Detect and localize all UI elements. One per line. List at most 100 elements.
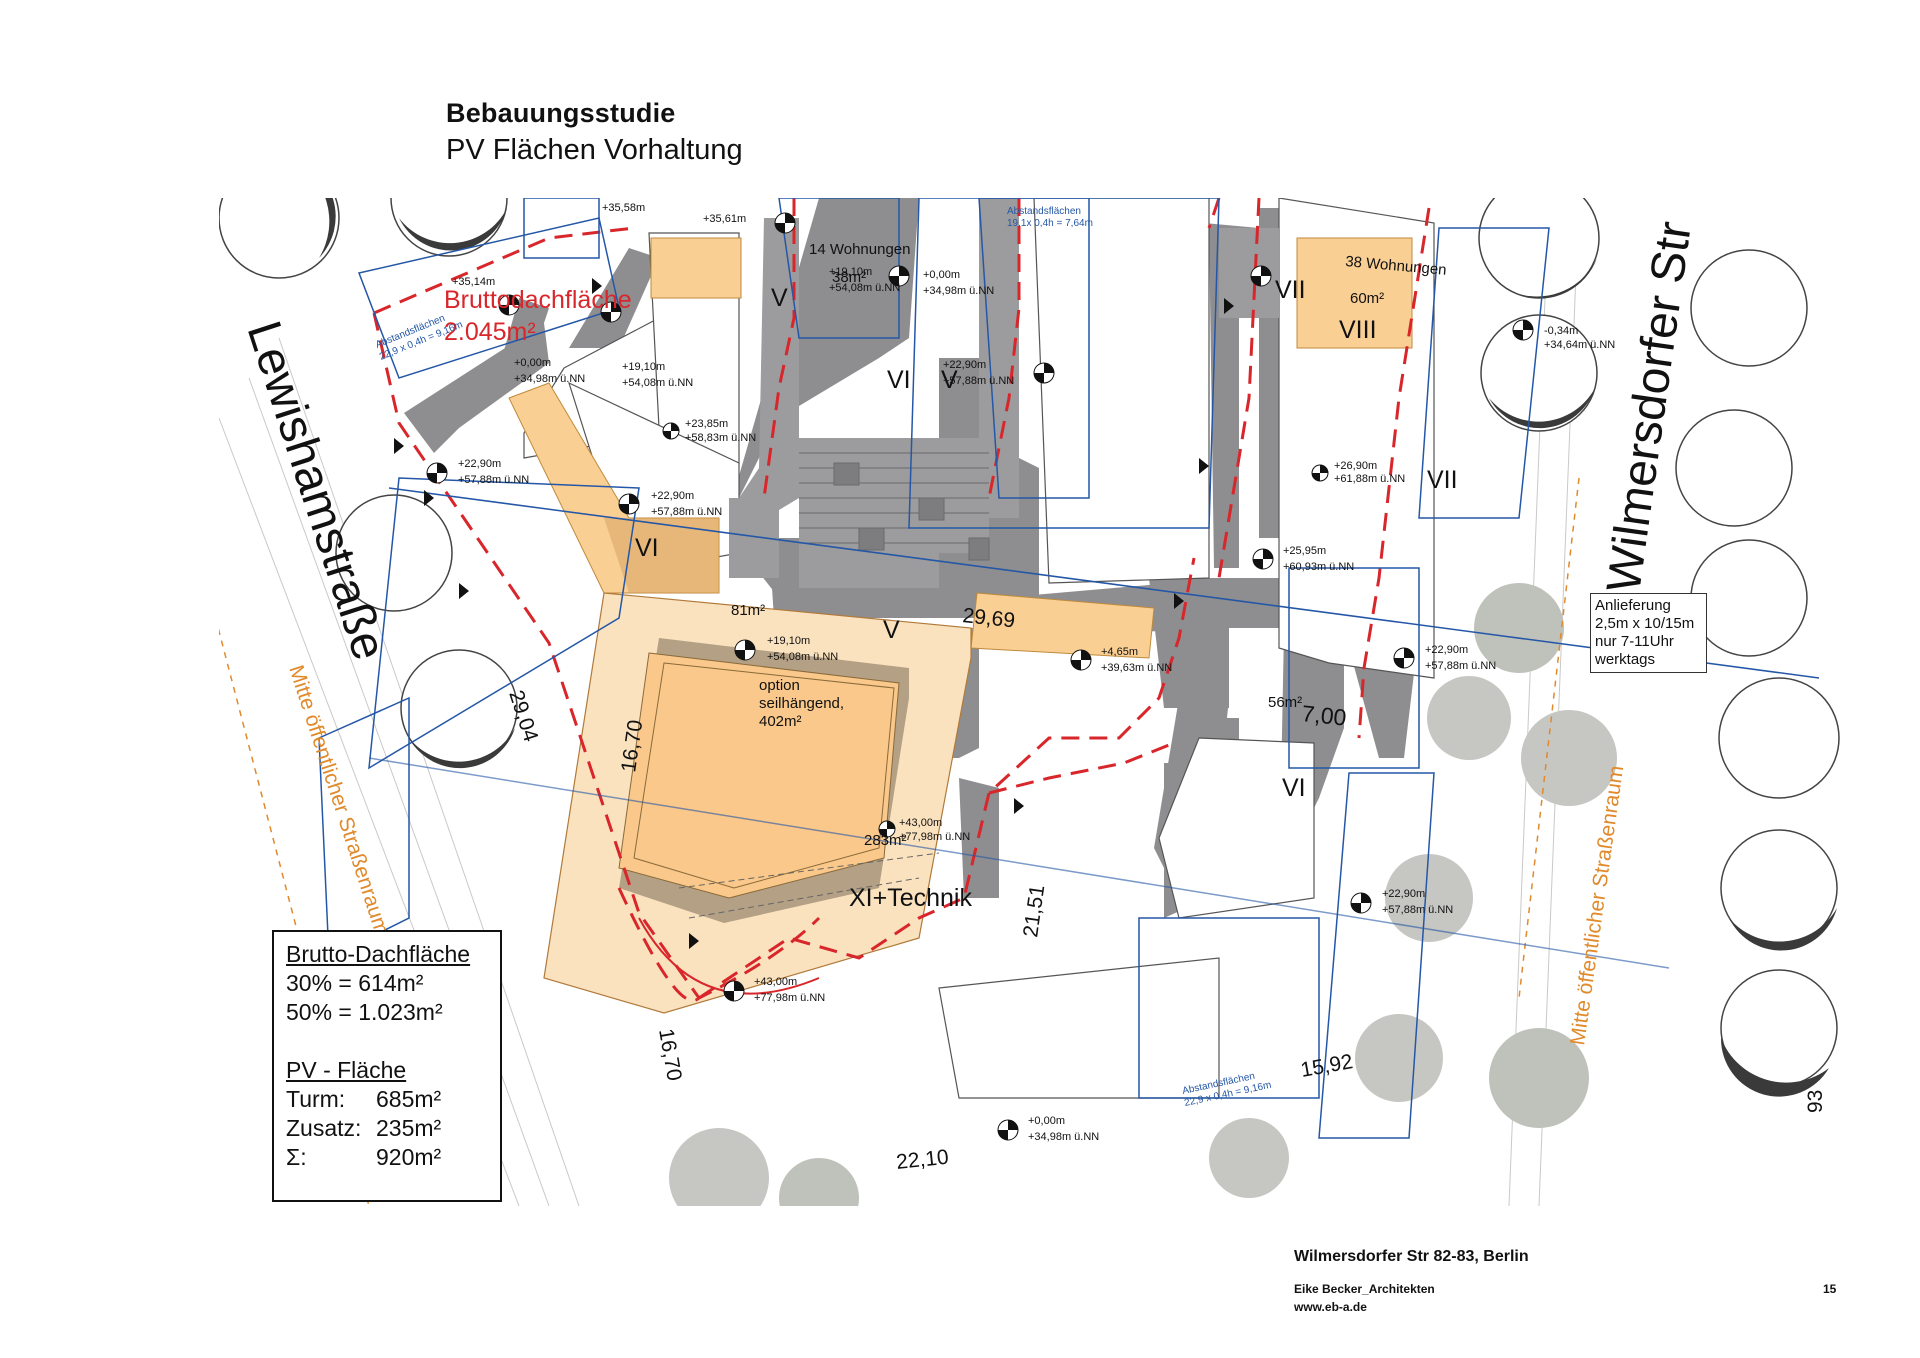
pv-shadow-81 bbox=[604, 518, 719, 593]
gross-roof-label: Bruttodachfläche bbox=[444, 286, 632, 314]
elev-6a: +0,00m bbox=[923, 269, 960, 281]
elev-2a: +35,14m bbox=[452, 276, 495, 288]
elev-19a: +43,00m bbox=[754, 976, 797, 988]
elev-5b: +54,08m ü.NN bbox=[829, 282, 900, 294]
setback-areas bbox=[318, 198, 1820, 1139]
legend-gross-title: Brutto-Dachfläche bbox=[286, 941, 471, 967]
bottom-arc bbox=[638, 917, 820, 995]
legend-row-tower: Turm: 685m² bbox=[286, 1085, 488, 1114]
elev-4b: +54,08m ü.NN bbox=[622, 377, 693, 389]
area-38: 38m² bbox=[832, 269, 866, 286]
area-60: 60m² bbox=[1350, 290, 1384, 307]
elevation-markers bbox=[426, 212, 1534, 1141]
option-line-1: option bbox=[759, 677, 800, 694]
tower bbox=[543, 592, 972, 1014]
elev-3a: +0,00m bbox=[514, 357, 551, 369]
legend-extra-label: Zusatz: bbox=[286, 1115, 362, 1141]
setback-text-2b: 19,1x 0,4h = 7,64m bbox=[1007, 218, 1093, 229]
trees bbox=[219, 198, 1840, 1206]
footer-address: Wilmersdorfer Str 82-83, Berlin bbox=[1294, 1248, 1529, 1265]
footer-web: www.eb-a.de bbox=[1294, 1300, 1367, 1314]
dim-700: 7,00 bbox=[1300, 700, 1347, 731]
bottom-curve bbox=[617, 887, 821, 1003]
elev-3b: +34,98m ü.NN bbox=[514, 373, 585, 385]
elev-16b: +57,88m ü.NN bbox=[1425, 660, 1496, 672]
legend-row-sum: Σ: 920m² bbox=[286, 1143, 488, 1172]
legend-row-extra: Zusatz: 235m² bbox=[286, 1114, 488, 1143]
elev-7b: +34,64m ü.NN bbox=[1544, 339, 1615, 351]
pv-areas bbox=[508, 237, 1413, 659]
footer-office: Eike Becker_Architekten bbox=[1294, 1282, 1435, 1296]
elev-10a: +22,90m bbox=[651, 490, 694, 502]
elev-5a: +19,10m bbox=[829, 266, 872, 278]
street-label-left: Lewishamstraße bbox=[237, 315, 396, 666]
elev-11b: +57,88m ü.NN bbox=[943, 375, 1014, 387]
legend-gross-30: 30% = 614m² bbox=[286, 970, 424, 996]
storey-vi-top-left: VI bbox=[887, 366, 911, 394]
site-plan: Lewishamstraße Wilmersdorfer Str Mitte ö… bbox=[219, 198, 1840, 1206]
elevation-labels: +35,58m +35,61m +35,14m +0,00m +34,98m ü… bbox=[452, 202, 1615, 1143]
setback-text-2: Abstandsflächen bbox=[1007, 206, 1081, 217]
elev-18b: +57,88m ü.NN bbox=[1382, 904, 1453, 916]
courtyard-pattern bbox=[799, 452, 990, 561]
area-56: 56m² bbox=[1268, 694, 1302, 711]
storey-vi-bottom-right: VI bbox=[1282, 774, 1306, 802]
dim-2210: 22,10 bbox=[895, 1146, 950, 1174]
area-283: 283m² bbox=[864, 832, 907, 849]
elev-12b: +61,88m ü.NN bbox=[1334, 473, 1405, 485]
storey-vii-right: VII bbox=[1275, 276, 1306, 304]
elev-14b: +54,08m ü.NN bbox=[767, 651, 838, 663]
storey-viii: VIII bbox=[1339, 316, 1377, 344]
page-subtitle: PV Flächen Vorhaltung bbox=[446, 134, 743, 166]
elev-0a: +35,58m bbox=[602, 202, 645, 214]
elev-9a: +23,85m bbox=[685, 418, 728, 430]
elev-11a: +22,90m bbox=[943, 359, 986, 371]
elev-9b: +58,83m ü.NN bbox=[685, 432, 756, 444]
area-81: 81m² bbox=[731, 602, 765, 619]
delivery-line-1: Anlieferung bbox=[1595, 597, 1671, 614]
dim-2969: 29,69 bbox=[961, 604, 1016, 632]
delivery-line-3: nur 7-11Uhr bbox=[1595, 633, 1674, 650]
storey-v-mid: V bbox=[883, 616, 900, 644]
legend-gross-50: 50% = 1.023m² bbox=[286, 999, 443, 1025]
elev-14a: +19,10m bbox=[767, 635, 810, 647]
dim-93: 93 bbox=[1804, 1090, 1827, 1113]
legend-extra-value: 235m² bbox=[376, 1115, 442, 1141]
elev-10b: +57,88m ü.NN bbox=[651, 506, 722, 518]
elev-8a: +22,90m bbox=[458, 458, 501, 470]
elev-20b: +34,98m ü.NN bbox=[1028, 1131, 1099, 1143]
elev-19b: +77,98m ü.NN bbox=[754, 992, 825, 1004]
storey-vi-left: VI bbox=[635, 534, 659, 562]
elev-17a: +43,00m bbox=[899, 817, 942, 829]
elev-7a: -0,34m bbox=[1544, 325, 1578, 337]
property-boundary bbox=[372, 198, 1431, 1000]
legend-pv-title: PV - Fläche bbox=[286, 1057, 407, 1083]
gross-roof-value: 2.045m² bbox=[444, 318, 536, 346]
public-space-label-right: Mitte öffentlicher Straßenraum bbox=[1566, 764, 1628, 1047]
storey-tower: XI+Technik bbox=[849, 884, 972, 912]
legend-sum-label: Σ: bbox=[286, 1144, 307, 1170]
delivery-line-2: 2,5m x 10/15m bbox=[1595, 615, 1695, 632]
public-space-label-left: Mitte öffentlicher Straßenraum bbox=[284, 662, 393, 937]
page-title: Bebauungsstudie bbox=[446, 98, 676, 128]
elev-15b: +39,63m ü.NN bbox=[1101, 662, 1172, 674]
option-line-3: 402m² bbox=[759, 713, 802, 730]
elev-6b: +34,98m ü.NN bbox=[923, 285, 994, 297]
elev-20a: +0,00m bbox=[1028, 1115, 1065, 1127]
storey-v-top: V bbox=[771, 284, 788, 312]
elev-17b: +77,98m ü.NN bbox=[899, 831, 970, 843]
option-line-2: seilhängend, bbox=[759, 695, 844, 712]
legend-sum-value: 920m² bbox=[376, 1144, 442, 1170]
legend-tower-value: 685m² bbox=[376, 1086, 442, 1112]
storey-vii-right-2: VII bbox=[1427, 466, 1458, 494]
view-arrows bbox=[394, 278, 1234, 949]
elev-18a: +22,90m bbox=[1382, 888, 1425, 900]
elev-15a: +4,65m bbox=[1101, 646, 1138, 658]
legend-tower-label: Turm: bbox=[286, 1086, 346, 1112]
page-number: 15 bbox=[1823, 1282, 1837, 1296]
apartments-14: 14 Wohnungen bbox=[809, 241, 910, 258]
elev-16a: +22,90m bbox=[1425, 644, 1468, 656]
elev-12a: +26,90m bbox=[1334, 460, 1377, 472]
elev-13b: +60,93m ü.NN bbox=[1283, 561, 1354, 573]
delivery-line-4: werktags bbox=[1595, 651, 1656, 668]
